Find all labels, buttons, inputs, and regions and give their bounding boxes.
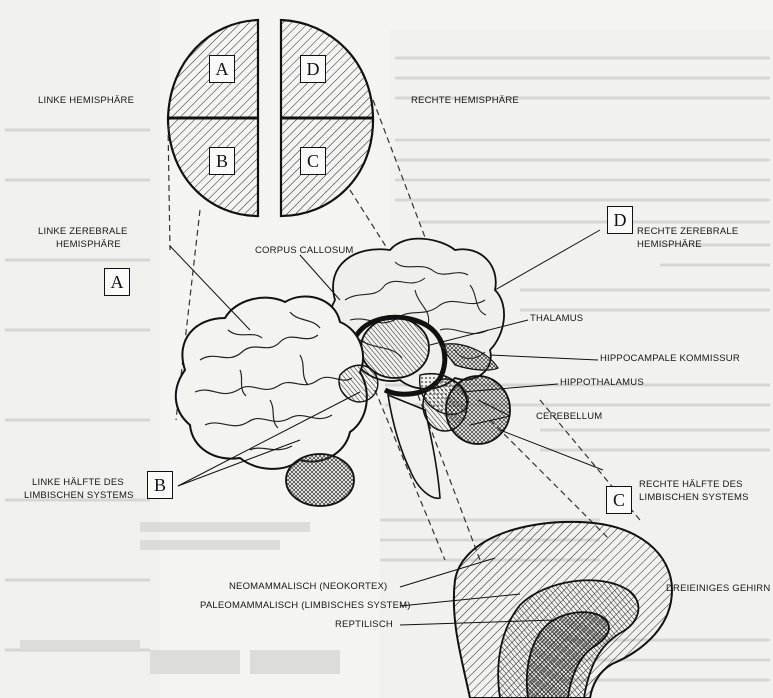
quadrant-c-label: C — [300, 147, 326, 175]
label-left-limbic-1: LINKE HÄLFTE DES — [32, 477, 124, 489]
label-right-limbic-2: LIMBISCHEN SYSTEMS — [639, 492, 749, 504]
label-right-cerebral-1: RECHTE ZEREBRALE — [637, 226, 738, 238]
quadrant-d-label: D — [300, 55, 326, 83]
quadrant-a-label: A — [209, 55, 235, 83]
label-cerebellum: CEREBELLUM — [536, 411, 602, 423]
marker-a: A — [104, 268, 130, 296]
left-cerebellum — [286, 454, 354, 506]
label-neomammalian: NEOMAMMALISCH (NEOKORTEX) — [229, 581, 387, 593]
label-hippocampal-commissure: HIPPOCAMPALE KOMMISSUR — [600, 353, 740, 365]
label-left-cerebral-2: HEMISPHÄRE — [56, 239, 121, 251]
label-right-hemisphere: RECHTE HEMISPHÄRE — [411, 95, 519, 107]
quadrant-b-label: B — [209, 147, 235, 175]
label-left-cerebral-1: LINKE ZEREBRALE — [38, 226, 128, 238]
left-cerebral-hemisphere — [176, 296, 367, 468]
label-right-cerebral-2: HEMISPHÄRE — [637, 239, 702, 251]
hemisphere-diagram — [168, 20, 373, 216]
marker-c: C — [606, 486, 632, 514]
label-corpus-callosum: CORPUS CALLOSUM — [255, 245, 354, 257]
label-paleomammalian: PALEOMAMMALISCH (LIMBISCHES SYSTEM) — [200, 600, 411, 612]
label-left-hemisphere: LINKE HEMISPHÄRE — [38, 95, 134, 107]
label-left-limbic-2: LIMBISCHEN SYSTEMS — [24, 490, 134, 502]
label-right-limbic-1: RECHTE HÄLFTE DES — [639, 479, 743, 491]
marker-b: B — [147, 471, 173, 499]
marker-d: D — [607, 206, 633, 234]
label-thalamus: THALAMUS — [530, 313, 583, 325]
cerebellum-mid — [423, 379, 467, 431]
label-hypothalamus: HIPPOTHALAMUS — [560, 377, 644, 389]
label-reptilian: REPTILISCH — [335, 619, 393, 631]
label-triune-brain: DREIEINIGES GEHIRN — [666, 583, 770, 595]
